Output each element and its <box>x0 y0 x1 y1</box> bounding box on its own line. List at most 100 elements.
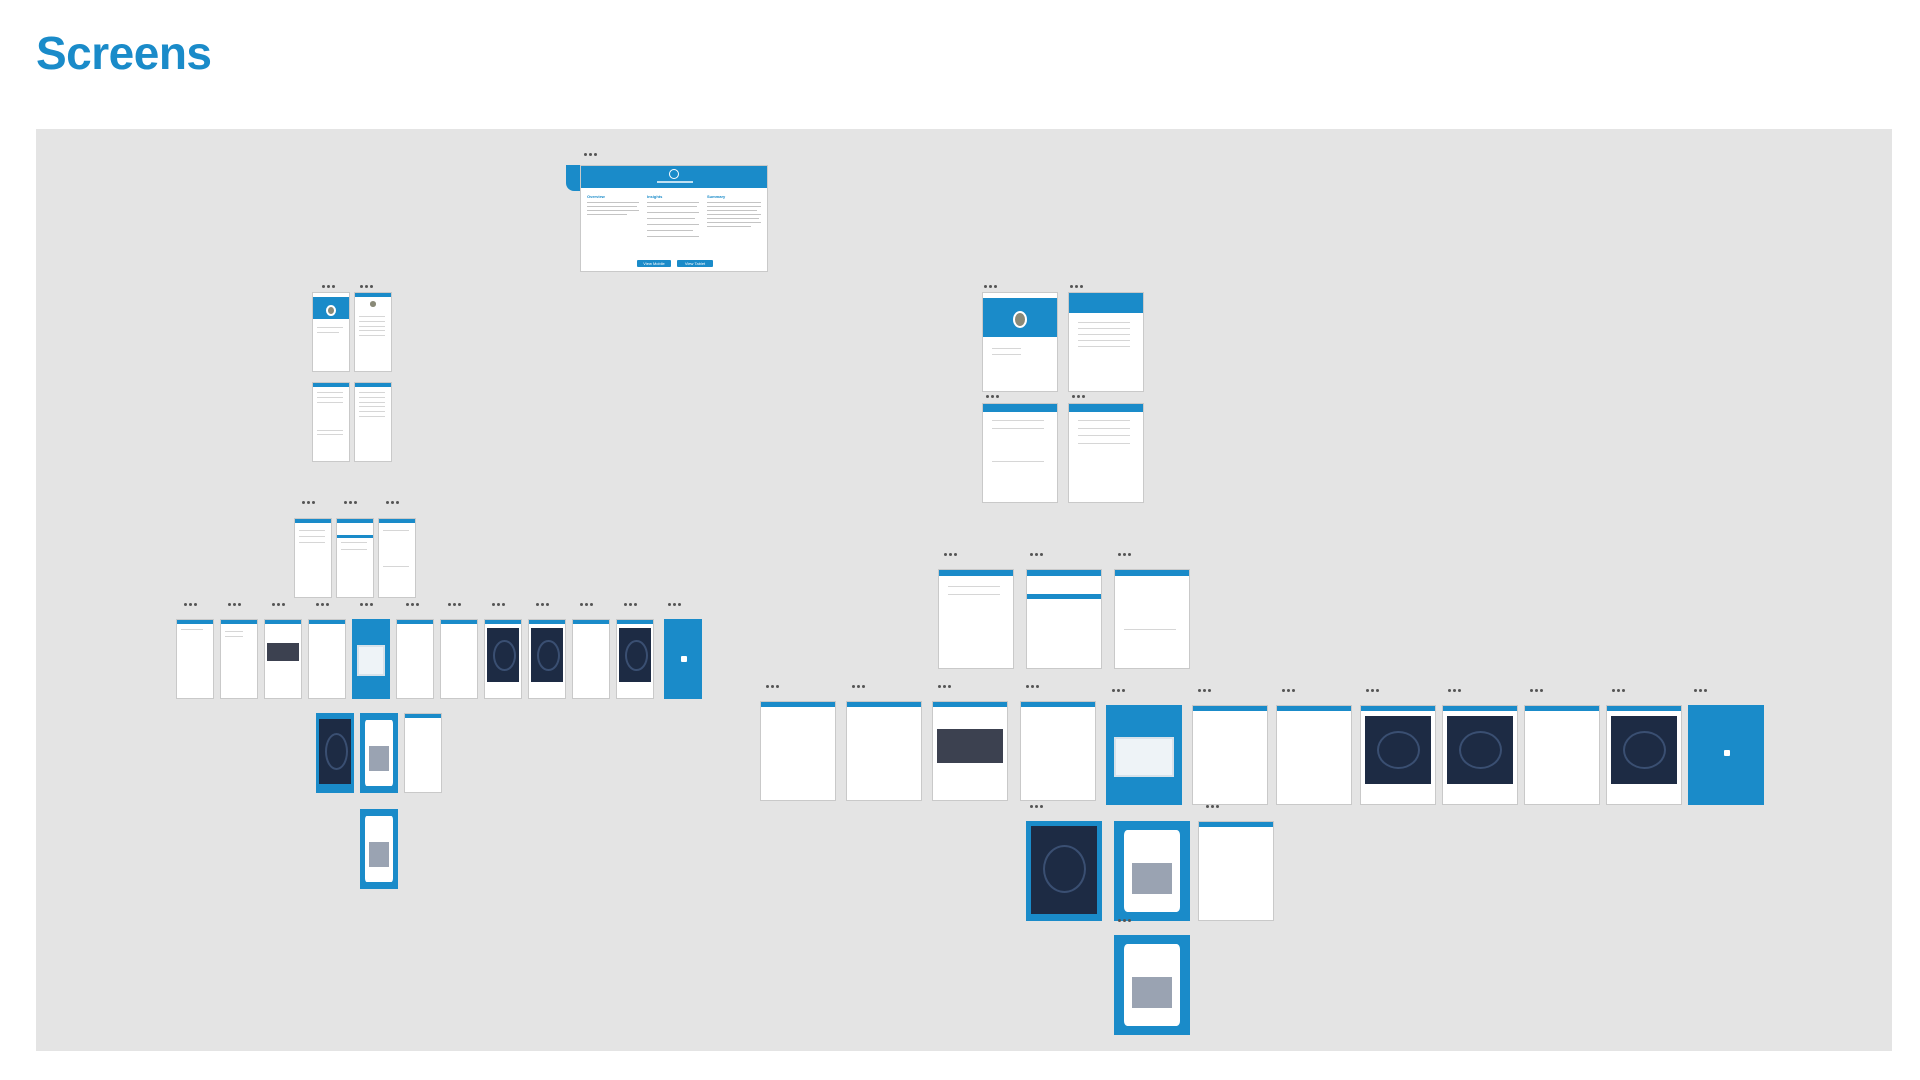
mobile-icons-screen[interactable] <box>396 619 434 699</box>
tablet-themes-screen[interactable] <box>846 701 922 801</box>
more-dots-icon[interactable] <box>984 285 999 289</box>
more-dots-icon[interactable] <box>1612 689 1627 693</box>
more-dots-icon[interactable] <box>852 685 867 689</box>
more-dots-icon[interactable] <box>1072 395 1087 399</box>
tablet-preview-screen[interactable] <box>1106 705 1182 805</box>
more-dots-icon[interactable] <box>322 285 337 289</box>
monitor-illustration <box>356 644 386 677</box>
mobile-menu-screen[interactable] <box>176 619 214 699</box>
tablet-add-screen[interactable] <box>1524 705 1600 805</box>
tablet-site-preview-screen[interactable] <box>1114 935 1190 1035</box>
mobile-list-screen[interactable] <box>294 518 332 598</box>
tablet-device-screen[interactable] <box>1114 569 1190 669</box>
more-dots-icon[interactable] <box>272 603 287 607</box>
more-dots-icon[interactable] <box>1206 805 1221 809</box>
tablet-profile-screen[interactable] <box>1068 292 1144 392</box>
tablet-icons-screen[interactable] <box>1192 705 1268 805</box>
mobile-settings-screen[interactable] <box>312 382 350 462</box>
more-dots-icon[interactable] <box>492 603 507 607</box>
mobile-add-screen[interactable] <box>308 619 346 699</box>
tablet-blank-screen[interactable] <box>1276 705 1352 805</box>
tablet-dial-screen[interactable] <box>1606 705 1682 805</box>
tablet-dial-screen[interactable] <box>1442 705 1518 805</box>
text-line <box>991 460 1044 462</box>
tablet-settings-screen[interactable] <box>982 403 1058 503</box>
more-dots-icon[interactable] <box>1070 285 1085 289</box>
more-dots-icon[interactable] <box>584 153 599 157</box>
tablet-menu-screen[interactable] <box>760 701 836 801</box>
overview-screen[interactable]: Overview Insights Summary View Mobile Vi… <box>580 165 768 272</box>
tablet-login-screen[interactable] <box>982 292 1058 392</box>
more-dots-icon[interactable] <box>668 603 683 607</box>
text-line <box>317 332 339 333</box>
mobile-dial-full-screen[interactable] <box>316 713 354 793</box>
mobile-list-selected-screen[interactable] <box>336 518 374 598</box>
artboard-canvas[interactable]: Overview Insights Summary View Mobile Vi… <box>36 129 1892 1051</box>
mobile-device-screen[interactable] <box>378 518 416 598</box>
more-dots-icon[interactable] <box>1118 919 1133 923</box>
more-dots-icon[interactable] <box>228 603 243 607</box>
more-dots-icon[interactable] <box>580 603 595 607</box>
more-dots-icon[interactable] <box>386 501 401 505</box>
tablet-form-screen[interactable] <box>1068 403 1144 503</box>
mobile-login-screen[interactable] <box>312 292 350 372</box>
mobile-profile-screen[interactable] <box>354 292 392 372</box>
mobile-preview-screen[interactable] <box>352 619 390 699</box>
tablet-list-screen[interactable] <box>938 569 1014 669</box>
more-dots-icon[interactable] <box>316 603 331 607</box>
mobile-site-preview-screen[interactable] <box>360 713 398 793</box>
mobile-themes-screen[interactable] <box>220 619 258 699</box>
mobile-gallery-screen[interactable] <box>264 619 302 699</box>
text-line <box>317 392 343 394</box>
tablet-site-preview-screen[interactable] <box>1114 821 1190 921</box>
header-bar <box>529 620 565 624</box>
more-dots-icon[interactable] <box>360 285 375 289</box>
more-dots-icon[interactable] <box>344 501 359 505</box>
more-dots-icon[interactable] <box>624 603 639 607</box>
more-dots-icon[interactable] <box>406 603 421 607</box>
mobile-publish-screen[interactable] <box>664 619 702 699</box>
mobile-dial-screen[interactable] <box>528 619 566 699</box>
more-dots-icon[interactable] <box>938 685 953 689</box>
mobile-dial-screen[interactable] <box>484 619 522 699</box>
more-dots-icon[interactable] <box>766 685 781 689</box>
mobile-dial-screen[interactable] <box>616 619 654 699</box>
view-mobile-button[interactable]: View Mobile <box>637 260 671 267</box>
more-dots-icon[interactable] <box>1030 805 1045 809</box>
tablet-dial-screen[interactable] <box>1360 705 1436 805</box>
more-dots-icon[interactable] <box>1118 553 1133 557</box>
tablet-dial-full-screen[interactable] <box>1026 821 1102 921</box>
more-dots-icon[interactable] <box>448 603 463 607</box>
more-dots-icon[interactable] <box>1366 689 1381 693</box>
more-dots-icon[interactable] <box>1030 553 1045 557</box>
mobile-blank-screen[interactable] <box>440 619 478 699</box>
more-dots-icon[interactable] <box>986 395 1001 399</box>
device-illustration <box>1123 829 1181 913</box>
tablet-add-screen[interactable] <box>1020 701 1096 801</box>
more-dots-icon[interactable] <box>944 553 959 557</box>
more-dots-icon[interactable] <box>1282 689 1297 693</box>
more-dots-icon[interactable] <box>184 603 199 607</box>
more-dots-icon[interactable] <box>1198 689 1213 693</box>
more-dots-icon[interactable] <box>1112 689 1127 693</box>
more-dots-icon[interactable] <box>1026 685 1041 689</box>
mobile-form-screen[interactable] <box>354 382 392 462</box>
tablet-gallery-screen[interactable] <box>932 701 1008 801</box>
tablet-icons-grid-screen[interactable] <box>1198 821 1274 921</box>
header-bar <box>983 404 1057 412</box>
more-dots-icon[interactable] <box>1530 689 1545 693</box>
tablet-publish-screen[interactable] <box>1688 705 1764 805</box>
text-line <box>1077 340 1130 342</box>
tablet-list-selected-screen[interactable] <box>1026 569 1102 669</box>
header-bar <box>761 702 835 707</box>
mobile-add-screen[interactable] <box>572 619 610 699</box>
more-dots-icon[interactable] <box>302 501 317 505</box>
view-tablet-button[interactable]: View Tablet <box>677 260 713 267</box>
more-dots-icon[interactable] <box>1694 689 1709 693</box>
more-dots-icon[interactable] <box>536 603 551 607</box>
mobile-icons-grid-screen[interactable] <box>404 713 442 793</box>
more-dots-icon[interactable] <box>1448 689 1463 693</box>
more-dots-icon[interactable] <box>360 603 375 607</box>
mobile-site-preview-screen[interactable] <box>360 809 398 889</box>
text-line <box>587 210 639 211</box>
